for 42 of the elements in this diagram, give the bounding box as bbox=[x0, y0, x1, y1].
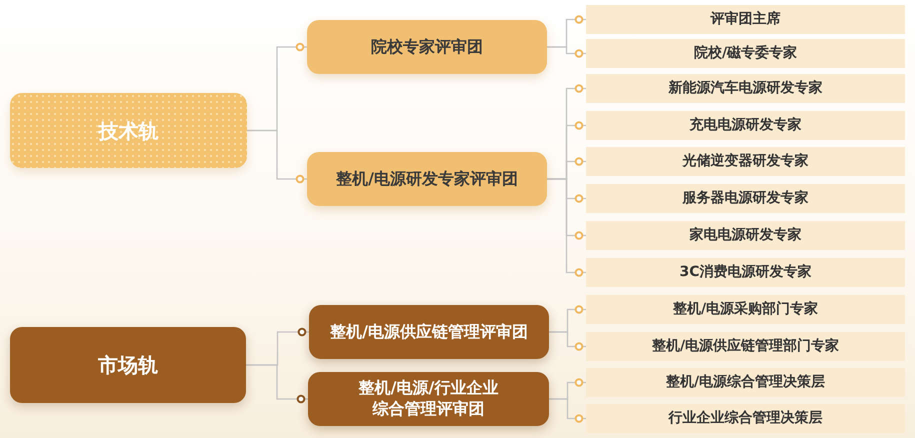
panel-box bbox=[308, 372, 549, 426]
node-label: 技术轨 bbox=[97, 118, 160, 144]
expert-box bbox=[586, 111, 905, 140]
node-label: 整机/电源综合管理决策层 bbox=[664, 373, 826, 392]
expert-box bbox=[586, 39, 905, 68]
track-box bbox=[10, 327, 246, 403]
node-label: 整机/电源采购部门专家 bbox=[672, 300, 820, 319]
expert-box bbox=[586, 147, 905, 176]
expert-box bbox=[586, 221, 905, 250]
expert-box bbox=[586, 74, 905, 103]
expert-box bbox=[586, 404, 905, 433]
panel-box bbox=[307, 152, 547, 206]
panel-box bbox=[307, 20, 547, 74]
connector bbox=[547, 46, 586, 58]
node-label: 服务器电源研发专家 bbox=[681, 189, 810, 208]
node-label: 市场轨 bbox=[97, 352, 159, 378]
connector bbox=[549, 331, 586, 351]
expert-box bbox=[586, 184, 905, 213]
node-label: 院校专家评审团 bbox=[370, 36, 484, 58]
connector bbox=[549, 398, 586, 423]
node-label: 充电电源研发专家 bbox=[688, 116, 802, 135]
connector bbox=[547, 178, 586, 277]
panel-box bbox=[309, 305, 549, 359]
expert-box bbox=[586, 258, 905, 287]
node-label: 行业企业综合管理决策层 bbox=[667, 409, 824, 428]
node-label: 3C消费电源研发专家 bbox=[678, 263, 812, 282]
node-label: 整机/电源研发专家评审团 bbox=[335, 168, 519, 190]
track-box bbox=[10, 93, 247, 168]
node-label: 评审团主席 bbox=[709, 10, 782, 29]
node-label: 整机/电源/行业企业综合管理评审团 bbox=[358, 378, 500, 420]
node-label: 院校/磁专委专家 bbox=[692, 44, 798, 63]
expert-box bbox=[586, 332, 905, 361]
node-label: 光储逆变器研发专家 bbox=[681, 152, 810, 171]
node-label: 新能源汽车电源研发专家 bbox=[668, 79, 824, 98]
expert-box bbox=[586, 295, 905, 324]
expert-box bbox=[586, 5, 905, 34]
expert-box bbox=[586, 368, 905, 397]
connector bbox=[246, 364, 308, 404]
node-label: 整机/电源供应链管理部门专家 bbox=[650, 337, 840, 356]
node-label: 整机/电源供应链管理评审团 bbox=[329, 322, 529, 342]
connector bbox=[247, 130, 307, 184]
node-label: 家电电源研发专家 bbox=[688, 226, 802, 245]
